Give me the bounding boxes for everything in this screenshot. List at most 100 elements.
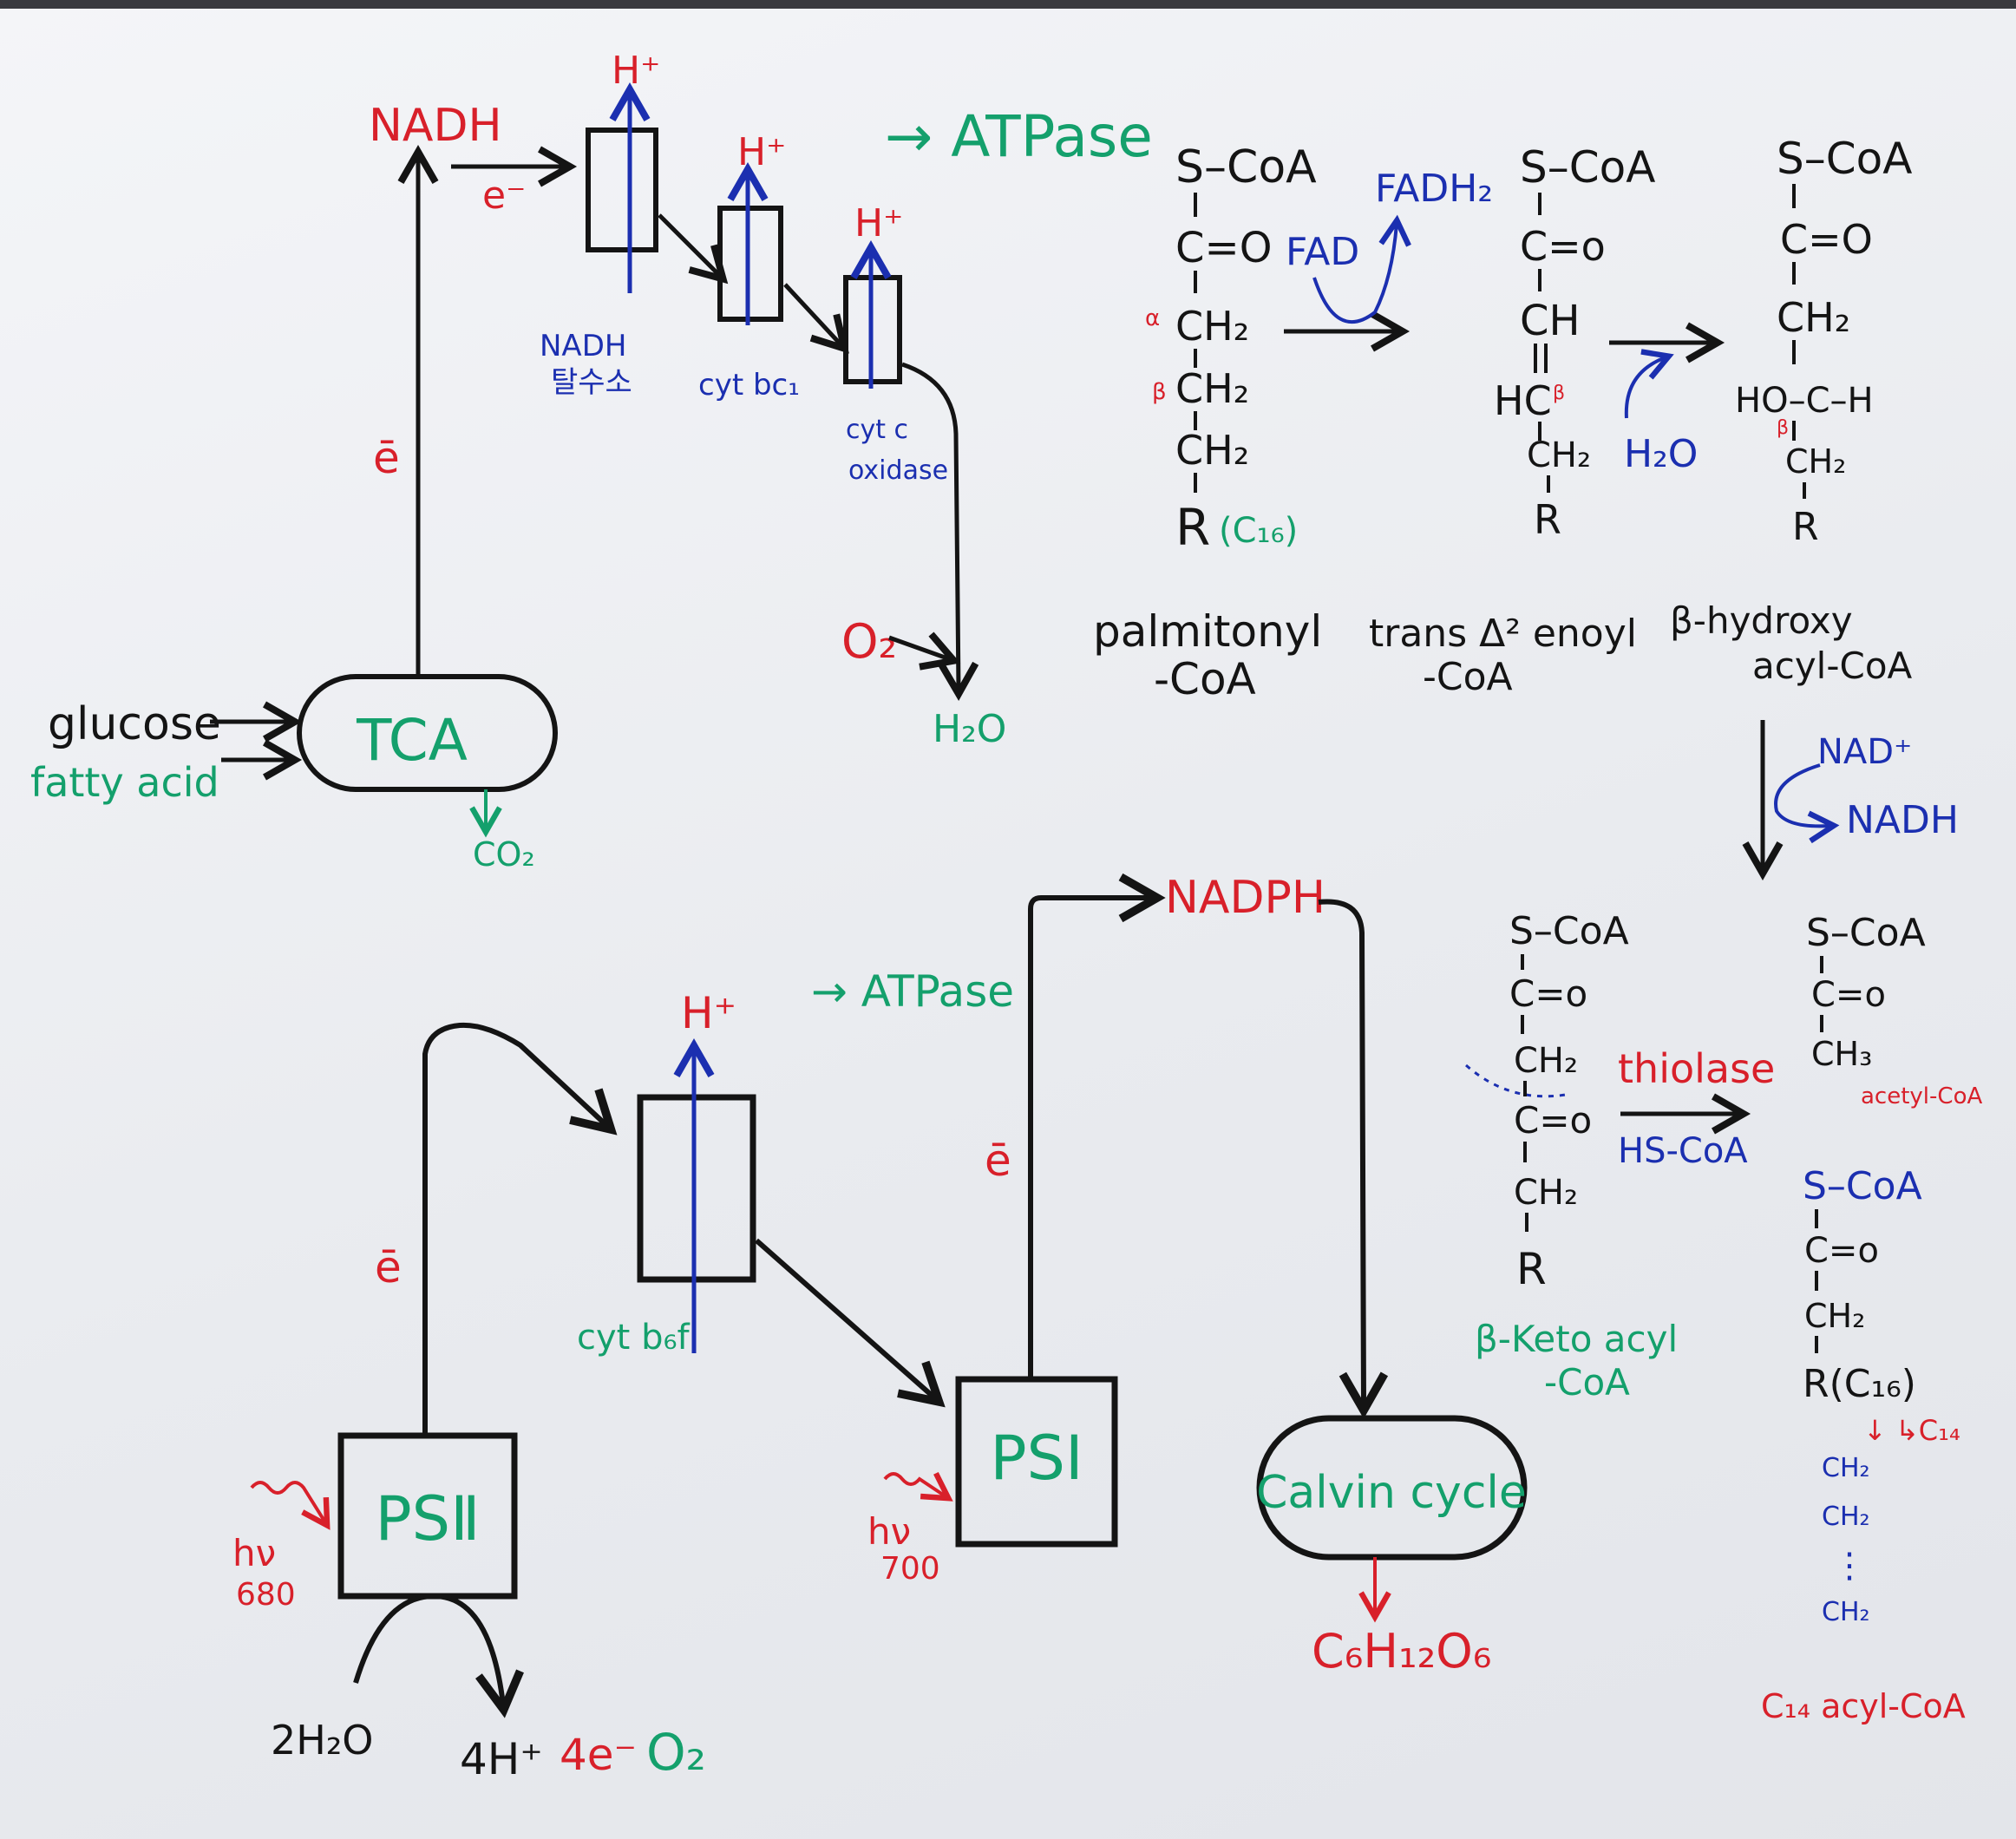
acetyl-coa-structure: S–CoA C=o CH₃ [1806,911,1926,1073]
respiration-section: TCA glucose fatty acid CO₂ ē NADH e⁻ H⁺ … [30,49,1153,874]
m5-ch3: CH₃ [1811,1035,1872,1073]
m1-co: C=O [1175,224,1273,272]
complex3-label: cyt bc₁ [698,368,800,402]
water-label: 2H₂O [271,1717,374,1764]
m2-hc: HC [1494,377,1552,424]
m1-alpha: α [1145,305,1160,331]
tca-label: TCA [356,707,468,774]
m6-ch2: CH₂ [1804,1297,1865,1335]
psi-label: PSⅠ [990,1423,1083,1494]
b6f-h-plus: H⁺ [681,988,736,1038]
palmitoyl-name-1: palmitonyl [1093,606,1322,657]
m2-ch2: CH₂ [1527,435,1591,475]
m1-beta: β [1152,379,1167,405]
m5-scoa: S–CoA [1806,911,1926,955]
m3-ch2: CH₂ [1777,294,1850,341]
ketoacyl-coa-structure: S–CoA C=o CH₂ C=o CH₂ R [1465,909,1629,1294]
m1-scoa: S–CoA [1175,141,1317,193]
m3-ch2-b: CH₂ [1785,442,1846,481]
b6f-label: cyt b₆f [577,1318,690,1358]
c14-acyl-coa-structure: S–CoA C=o CH₂ R(C₁₆) ↓ ↳C₁₄ CH₂ CH₂ ⋮ CH… [1803,1164,1960,1627]
b6f-to-psi-arrow [755,1238,946,1408]
protons-label: 4H⁺ [460,1734,543,1784]
m1-c16: (C₁₆) [1219,511,1298,551]
b6f-box [637,1094,756,1283]
psi-e-bar: ē [985,1135,1011,1186]
hydroxy-name-1: β-hydroxy [1670,599,1853,642]
m3-beta: β [1777,417,1789,439]
nadh-label: NADH [369,100,502,152]
nadph-label: NADPH [1165,872,1325,924]
e-bar-label: ē [373,433,400,483]
hydroxyacyl-coa-structure: S–CoA C=O CH₂ HO–C–H β CH₂ R [1735,134,1912,549]
m4-ch2: CH₂ [1514,1041,1578,1081]
o2-label: O₂ [841,614,897,669]
co2-label: CO₂ [473,835,535,874]
m4-co-2: C=o [1514,1099,1592,1142]
m6-scoa: S–CoA [1803,1164,1922,1208]
complex1-label-2: 탈수소 [551,365,632,400]
c14-acyl-coa-label: C₁₄ acyl-CoA [1761,1687,1966,1725]
step2-h2o: H₂O [1624,432,1698,476]
m2-co: C=o [1520,223,1606,270]
complex1-h-plus: H⁺ [612,49,660,93]
calvin-cycle-oval [1256,1415,1528,1561]
psi-to-nadph-path [1028,873,1166,1379]
enoyl-coa-structure: S–CoA C=o CH HC β CH₂ R [1494,142,1655,543]
psi-light-squiggle [883,1471,953,1502]
complex3-box [717,206,783,322]
complex4-label-2: oxidase [848,455,948,486]
water-cofactor-arrow [1624,349,1674,419]
thiolase-label: thiolase [1618,1045,1775,1092]
o2-arrow [888,632,961,671]
complex3-h-plus: H⁺ [737,130,786,174]
water-splitting-arc [353,1593,524,1718]
hs-coa-label: HS-CoA [1618,1131,1748,1171]
keto-name-2: -CoA [1544,1361,1630,1404]
step3-nadh-label: NADH [1846,798,1959,842]
acetyl-coa-label: acetyl-CoA [1861,1083,1982,1109]
fad-label: FAD [1286,230,1359,274]
m6-vdots: ⋮ [1832,1546,1867,1586]
fad-cofactor-arrow [1312,214,1411,324]
psi-wavelength: 700 [880,1551,940,1587]
m4-r: R [1516,1244,1547,1294]
m5-co: C=o [1811,975,1886,1015]
m6-co: C=o [1804,1231,1879,1271]
palmitoyl-coa-structure: S–CoA C=O α CH₂ β CH₂ CH₂ R (C₁₆) [1145,141,1317,557]
psii-light-squiggle [250,1481,331,1530]
m4-scoa: S–CoA [1509,909,1629,953]
h2o-label: H₂O [933,707,1006,751]
board-frame [0,0,2016,9]
m2-scoa: S–CoA [1520,142,1655,193]
fatty-acid-label: fatty acid [30,759,219,806]
m1-ch2-b: CH₂ [1175,365,1249,412]
m4-co-1: C=o [1509,972,1587,1015]
glucose-formula: C₆H₁₂O₆ [1312,1624,1491,1679]
nadph-to-calvin-path [1318,899,1389,1419]
m3-co: C=O [1780,216,1873,263]
palmitoyl-name-2: -CoA [1154,654,1256,704]
keto-name-1: β-Keto acyl [1475,1318,1678,1360]
m1-ch2-c: CH₂ [1175,427,1249,474]
m3-scoa: S–CoA [1777,134,1912,184]
psii-wavelength: 680 [236,1577,296,1613]
psi-box [955,1376,1118,1548]
calvin-cycle-label: Calvin cycle [1256,1467,1527,1519]
complex3-to-4-arrow [783,283,849,354]
photosynthesis-section: PSⅡ hν 680 2H₂O 4H⁺ 4e⁻ O₂ ē H⁺ cyt b₆f … [232,872,1528,1784]
m6-ch2-3: CH₂ [1822,1597,1870,1627]
enoyl-name-1: trans Δ² enoyl [1369,612,1637,656]
psii-hv: hν [232,1532,276,1574]
cleavage-line [1465,1063,1567,1098]
electron-to-oxygen-path [901,362,979,702]
respiration-atpase: → ATPase [885,103,1153,170]
electrons-label: 4e⁻ [560,1730,637,1780]
complex1-to-3-arrow [658,213,729,285]
o2-evolved-label: O₂ [646,1723,706,1782]
beta-oxidation-section: S–CoA C=O α CH₂ β CH₂ CH₂ R (C₁₆) palmit… [1093,134,1982,1725]
fadh2-label: FADH₂ [1375,167,1493,211]
psii-to-b6f-path [422,1022,618,1436]
hydroxy-name-2: acyl-CoA [1752,645,1913,687]
